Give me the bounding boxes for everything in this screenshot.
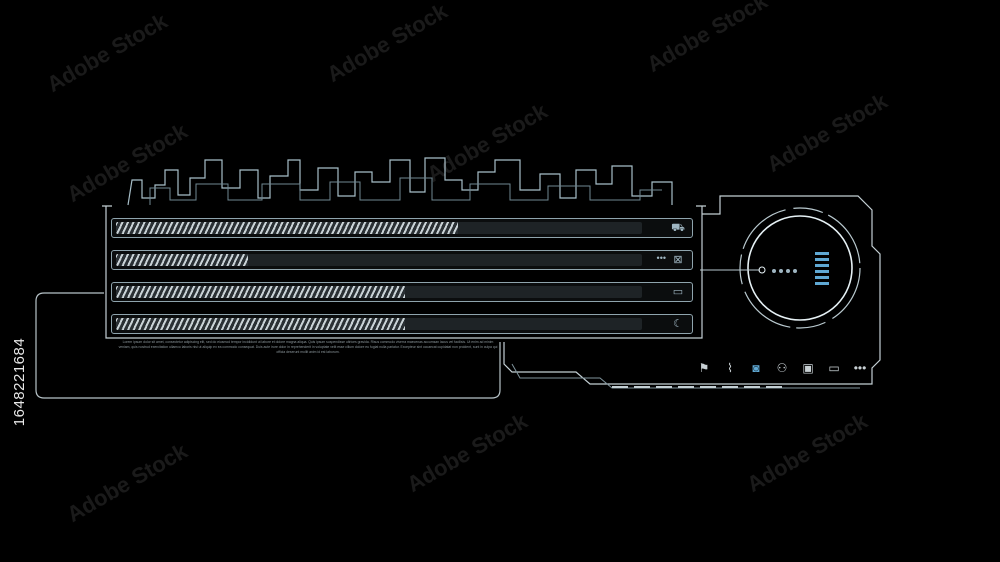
- connector-node: [758, 266, 766, 274]
- level-meter: [815, 252, 829, 285]
- moon-icon[interactable]: ☾: [673, 318, 683, 330]
- progress-bar-3[interactable]: ▭: [111, 282, 693, 302]
- users-icon[interactable]: ⚇: [776, 361, 788, 375]
- paperclip-icon[interactable]: ⌇: [727, 361, 733, 375]
- icon-toolbar: ⚑ ⌇ ◙ ⚇ ▣ ▭ •••: [696, 359, 868, 377]
- bars-bracket: [102, 205, 706, 339]
- more-dots-icon[interactable]: •••: [656, 253, 666, 263]
- text-panel-frame: [35, 292, 501, 399]
- progress-track: [116, 254, 642, 266]
- scanner-ring-inner: [747, 215, 853, 321]
- chat-icon[interactable]: ▭: [672, 286, 684, 298]
- circuit-skyline: [127, 157, 673, 206]
- progress-fill: [116, 286, 406, 298]
- photo-icon[interactable]: ▣: [802, 361, 814, 375]
- right-frame: [503, 195, 881, 385]
- dash-strip: [612, 386, 782, 388]
- progress-fill: [116, 254, 248, 266]
- more-icon[interactable]: •••: [853, 361, 867, 375]
- info-text: Lorem ipsum dolor sit amet, consectetur …: [118, 340, 498, 354]
- scanner-ring-outer: [739, 207, 861, 329]
- camera-icon[interactable]: ◙: [752, 361, 760, 375]
- right-frame-bottom: [511, 363, 860, 389]
- flag-icon[interactable]: ⚑: [698, 361, 710, 375]
- stock-id-label: 1648221684: [11, 337, 28, 427]
- progress-track: [116, 286, 642, 298]
- circuit-skyline-2: [149, 177, 662, 205]
- truck-icon[interactable]: ⛟: [671, 222, 685, 234]
- close-box-icon[interactable]: ⊠: [673, 254, 683, 266]
- loading-dots: [772, 269, 797, 273]
- progress-fill: [116, 318, 406, 330]
- progress-track: [116, 222, 642, 234]
- progress-bar-1[interactable]: ⛟: [111, 218, 693, 238]
- progress-track: [116, 318, 642, 330]
- progress-bar-2[interactable]: ••• ⊠: [111, 250, 693, 270]
- video-icon[interactable]: ▭: [828, 361, 840, 375]
- progress-bar-4[interactable]: ☾: [111, 314, 693, 334]
- progress-fill: [116, 222, 458, 234]
